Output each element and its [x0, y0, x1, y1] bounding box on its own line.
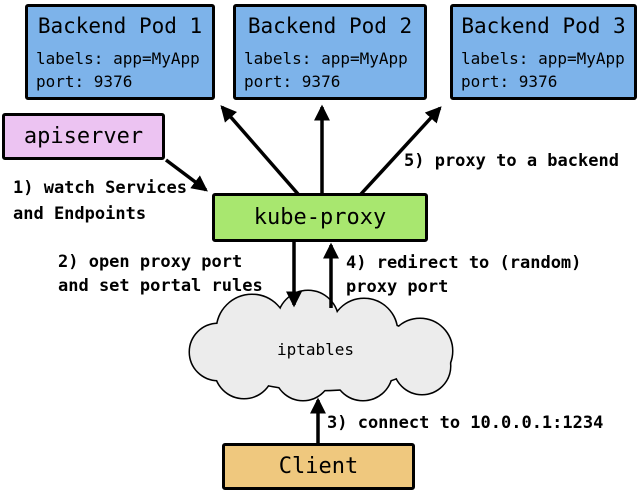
apiserver-box: apiserver	[2, 113, 165, 160]
annotation-step2: 2) open proxy port and set portal rules	[58, 250, 263, 298]
arrow-kube-proxy-to-pod3	[359, 106, 442, 196]
annotation-step4-line1: 4) redirect to (random)	[346, 253, 582, 273]
client-box: Client	[222, 443, 415, 490]
annotation-step5: 5) proxy to a backend	[404, 149, 619, 174]
kube-proxy-label: kube-proxy	[253, 204, 387, 230]
iptables-cloud	[188, 289, 454, 402]
backend-pod-1-box: Backend Pod 1 labels: app=MyApp port: 93…	[25, 4, 215, 100]
kube-proxy-box: kube-proxy	[212, 193, 428, 242]
backend-pod-3-box: Backend Pod 3 labels: app=MyApp port: 93…	[450, 4, 637, 100]
backend-pod-2-box: Backend Pod 2 labels: app=MyApp port: 93…	[233, 4, 427, 100]
annotation-step1-line1: 1) watch Services	[13, 178, 187, 198]
backend-pod-2-port: port: 9376	[244, 72, 341, 91]
apiserver-label: apiserver	[23, 123, 144, 149]
annotation-step2-line1: 2) open proxy port	[58, 252, 243, 272]
annotation-step3-line1: 3) connect to 10.0.0.1:1234	[327, 413, 604, 433]
annotation-step1: 1) watch Services and Endpoints	[13, 175, 187, 227]
backend-pod-2-labels: labels: app=MyApp	[244, 49, 408, 68]
annotation-step3: 3) connect to 10.0.0.1:1234	[327, 411, 603, 436]
annotation-step5-line1: 5) proxy to a backend	[404, 151, 619, 171]
backend-pod-3-title: Backend Pod 3	[461, 14, 626, 38]
annotation-step2-line2: and set portal rules	[58, 276, 263, 296]
arrow-kube-proxy-to-pod1	[220, 105, 300, 196]
backend-pod-1-port: port: 9376	[36, 72, 133, 91]
annotation-step1-line2: and Endpoints	[13, 204, 147, 224]
backend-pod-2-title: Backend Pod 2	[247, 14, 413, 38]
client-label: Client	[278, 453, 359, 479]
backend-pod-1-labels: labels: app=MyApp	[36, 49, 200, 68]
backend-pod-1-title: Backend Pod 1	[37, 14, 203, 38]
backend-pod-3-port: port: 9376	[461, 72, 558, 91]
backend-pod-3-labels: labels: app=MyApp	[461, 49, 625, 68]
arrow-apiserver-to-kube-proxy	[164, 158, 208, 192]
annotation-step4-line2: proxy port	[346, 277, 449, 297]
iptables-label: iptables	[277, 340, 355, 359]
annotation-step4: 4) redirect to (random) proxy port	[346, 251, 581, 299]
